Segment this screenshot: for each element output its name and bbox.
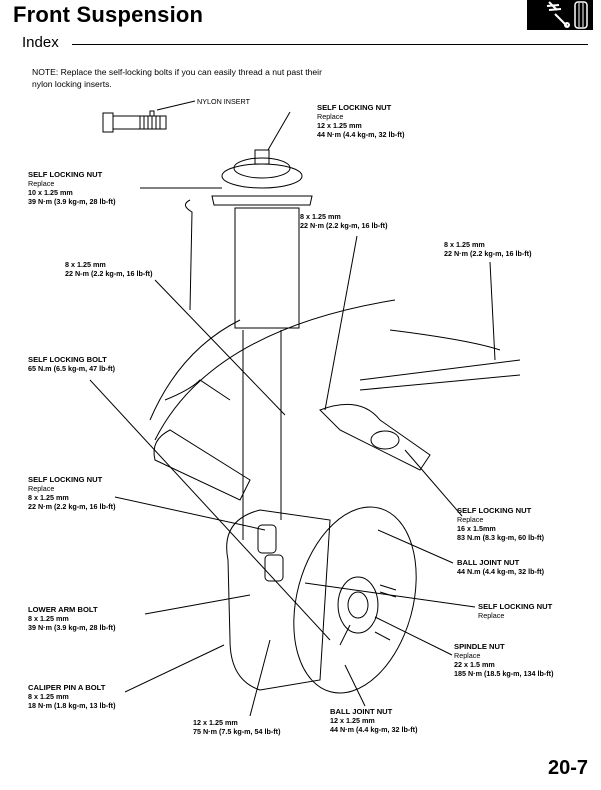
strut-assembly [185,149,313,540]
callout-knuckle-bolt: 12 x 1.25 mm 75 N·m (7.5 kg-m, 54 lb-ft) [193,718,281,736]
page-title: Front Suspension [13,2,204,27]
leader-hub-nut [304,582,476,608]
leader-lower-ball-joint [344,664,366,707]
leader-left-bolt [154,279,286,416]
page-subtitle: Index [22,34,59,51]
callout-lower-ball-joint: BALL JOINT NUT 12 x 1.25 mm 44 N·m (4.4 … [330,707,418,734]
callout-knuckle-nut: SELF LOCKING NUT Replace 16 x 1.5mm 83 N… [457,506,545,542]
callout-hub-nut: SELF LOCKING NUT Replace [478,602,553,620]
leader-strut-top-nut [267,111,291,151]
callout-caliper-pin: CALIPER PIN A BOLT 8 x 1.25 mm 18 N·m (1… [28,683,116,710]
leader-lower-arm-bolt [144,594,251,615]
callout-self-locking-bolt: SELF LOCKING BOLT 65 N.m (6.5 kg-m, 47 l… [28,355,116,373]
callout-strut-top-nut: SELF LOCKING NUT Replace 12 x 1.25 mm 44… [317,103,405,139]
callout-center-bolt: 8 x 1.25 mm 22 N·m (2.2 kg-m, 16 lb-ft) [300,212,388,230]
nylon-insert-label: NYLON INSERT [197,97,250,106]
leader-center-bolt [324,235,358,411]
leader-upper-ball-joint [377,529,454,564]
callout-arm-nut: SELF LOCKING NUT Replace 8 x 1.25 mm 22 … [28,475,116,511]
leader-spindle-nut [374,616,453,656]
callout-left-bolt: 8 x 1.25 mm 22 N-m (2.2 kg-m, 16 lb-ft) [65,260,153,278]
nylon-insert-bolt-illustration [102,100,196,133]
callout-upper-ball-joint: BALL JOINT NUT 44 N.m (4.4 kg-m, 32 lb-f… [457,558,545,576]
header-rule [72,44,588,45]
note-text: NOTE: Replace the self-locking bolts if … [32,67,322,89]
callout-spindle-nut: SPINDLE NUT Replace 22 x 1.5 mm 185 N·m … [454,642,554,678]
leader-caliper-pin [124,644,225,693]
leader-knuckle-bolt [249,639,271,717]
leader-right-bolt [489,261,496,361]
leader-arm-nut [114,496,266,531]
leader-self-locking-bolt [89,379,331,641]
callout-lower-arm-bolt: LOWER ARM BOLT 8 x 1.25 mm 39 N·m (3.9 k… [28,605,116,632]
page-number: 20-7 [548,757,589,779]
callout-right-bolt: 8 x 1.25 mm 22 N·m (2.2 kg-m, 16 lb-ft) [444,240,532,258]
leader-knuckle-nut [404,449,463,517]
callout-strut-mount-nut: SELF LOCKING NUT Replace 10 x 1.25 mm 39… [28,170,116,206]
suspension-section-icon [527,0,593,30]
